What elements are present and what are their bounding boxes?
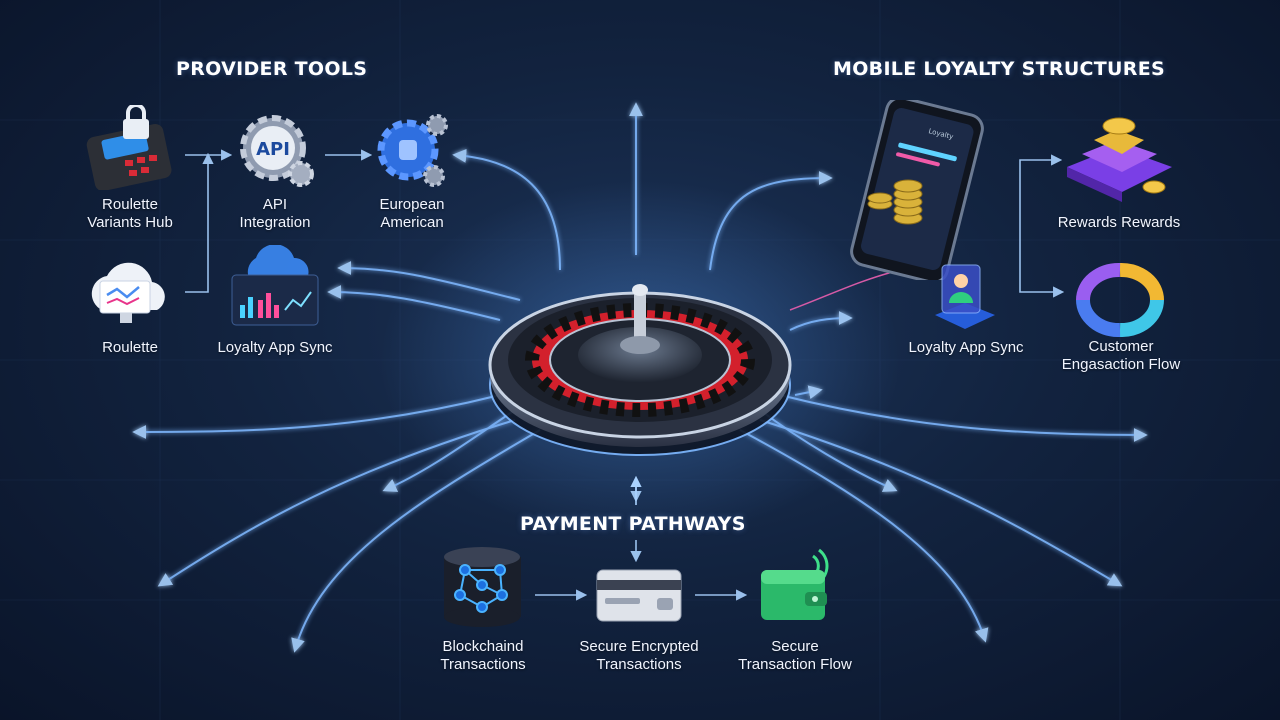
circular-flow-icon [1076, 263, 1164, 337]
pos-terminal-lock-icon [86, 105, 172, 190]
api-gears-icon: API [240, 115, 314, 187]
mobile-loyalty-app-sync-label: Loyalty App Sync [908, 339, 1024, 356]
svg-text:API: API [256, 139, 290, 160]
provider-tools-title: PROVIDER TOOLS [176, 58, 368, 80]
cloud-analytics-icon [231, 245, 319, 326]
credit-card-icon [596, 569, 682, 622]
rewards-label: Rewards Rewards [1057, 214, 1181, 231]
roulette-wheel-icon [488, 284, 792, 456]
blue-gear-icon [377, 114, 448, 187]
blockchain-database-icon [444, 547, 521, 627]
provider-loyalty-app-sync-label: Loyalty App Sync [217, 339, 333, 356]
payment-pathways-title: PAYMENT PATHWAYS [520, 513, 746, 535]
profile-hologram-icon [935, 264, 995, 329]
cloud-dashboard-icon [91, 262, 165, 323]
mobile-loyalty-title: MOBILE LOYALTY STRUCTURES [833, 58, 1165, 80]
roulette-label: Roulette [102, 339, 158, 356]
wallet-icon [761, 548, 829, 620]
smartphone-app-icon: Loyalty [850, 100, 984, 280]
stacked-rewards-icon [1067, 117, 1172, 202]
